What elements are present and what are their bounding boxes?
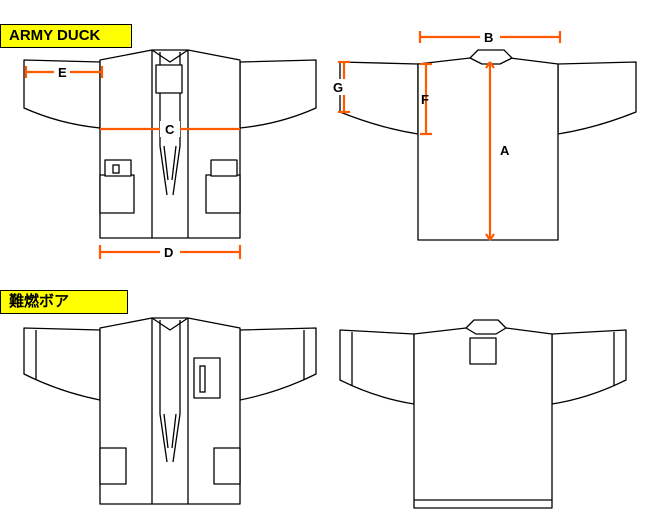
boa-left-sleeve — [23, 327, 101, 401]
svg-text:B: B — [484, 30, 493, 45]
section-label-army-duck: ARMY DUCK — [0, 24, 132, 48]
svg-text:C: C — [165, 122, 175, 137]
svg-text:F: F — [421, 92, 429, 107]
section-label-nannen-boa: 難燃ボア — [0, 290, 128, 314]
dimension-b: B — [418, 29, 562, 45]
boa-back-collar — [465, 319, 507, 335]
left-pocket-flap — [104, 159, 132, 177]
boa-left-pocket — [99, 447, 127, 485]
back-right-sleeve — [557, 61, 637, 135]
boa-back-left-sleeve — [339, 329, 415, 405]
right-pocket — [205, 174, 241, 214]
army-duck-back-jacket — [339, 49, 637, 241]
boa-right-sleeve — [239, 327, 317, 401]
dimension-d: D — [98, 244, 242, 260]
svg-text:A: A — [500, 143, 510, 158]
back-body — [417, 57, 559, 241]
back-collar — [469, 49, 513, 65]
dimension-f: F — [420, 62, 432, 136]
chest-pocket — [155, 64, 183, 94]
boa-front-jacket — [23, 317, 317, 505]
back-left-sleeve — [339, 61, 419, 135]
boa-back-patch — [469, 337, 497, 365]
dimension-a: A — [485, 61, 510, 241]
dimension-g: G — [332, 60, 350, 114]
boa-back-right-sleeve — [551, 329, 627, 405]
svg-text:E: E — [58, 65, 67, 80]
left-pocket — [99, 174, 135, 214]
dimension-c: C — [100, 121, 240, 137]
svg-text:D: D — [164, 245, 173, 260]
boa-right-pocket — [213, 447, 241, 485]
boa-inner-pocket — [193, 357, 221, 399]
right-sleeve — [239, 59, 317, 129]
svg-text:G: G — [333, 80, 343, 95]
left-sleeve — [23, 59, 101, 129]
boa-back-jacket — [339, 319, 627, 509]
dimension-e: E — [24, 64, 104, 80]
right-pocket-flap — [210, 159, 238, 177]
